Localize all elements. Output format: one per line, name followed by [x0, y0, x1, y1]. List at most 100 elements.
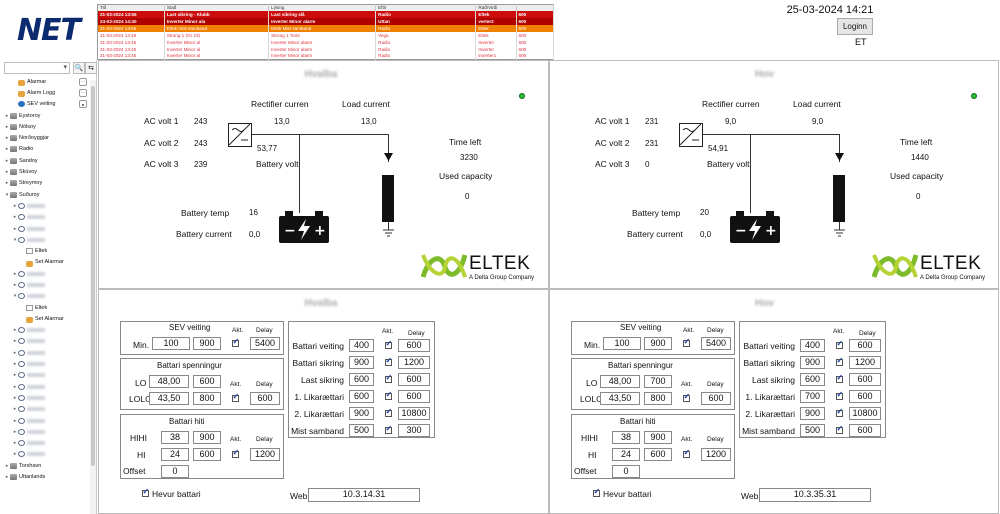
tree-item-action-button[interactable]: ●: [79, 100, 87, 109]
chevron-down-icon[interactable]: ▾: [13, 293, 17, 300]
tree-item[interactable]: ▸Sandoy: [0, 155, 89, 166]
lolo-value-input[interactable]: 43,50: [149, 392, 189, 405]
tree-item[interactable]: ▸: [0, 325, 89, 336]
battari-sikring-value-input[interactable]: 900: [800, 356, 825, 369]
tree-item[interactable]: ▸Skúvoy: [0, 166, 89, 177]
chevron-right-icon[interactable]: ▸: [13, 394, 17, 401]
chevron-right-icon[interactable]: ▸: [5, 169, 9, 176]
alarm-column-header[interactable]: Eftir: [375, 4, 477, 11]
tree-item[interactable]: ▾Suðuroy: [0, 189, 89, 200]
likraettari-1-delay-input[interactable]: 600: [398, 390, 430, 403]
tree-item[interactable]: ▸: [0, 223, 89, 234]
tree-item[interactable]: Alarm Logg···: [0, 87, 89, 98]
last-sikring-value-input[interactable]: 600: [800, 373, 825, 386]
tree-item[interactable]: ▸: [0, 449, 89, 460]
likraettari-2-value-input[interactable]: 900: [800, 407, 825, 420]
chevron-right-icon[interactable]: ▸: [13, 270, 17, 277]
tree-item[interactable]: ▾: [0, 234, 89, 245]
chevron-down-icon[interactable]: ▾: [5, 191, 9, 198]
chevron-right-icon[interactable]: ▸: [13, 327, 17, 334]
tree-item[interactable]: ▾: [0, 291, 89, 302]
alarm-column-header[interactable]: Tið: [97, 4, 165, 11]
tree-item[interactable]: Alarmar···: [0, 76, 89, 87]
hi-value-input[interactable]: 24: [161, 448, 189, 461]
tree-item[interactable]: ▸Nólsoy: [0, 121, 89, 132]
sev-delay-input[interactable]: 5400: [701, 337, 731, 350]
battari-sikring-akt-checkbox[interactable]: [385, 356, 392, 366]
tree-item[interactable]: ▸: [0, 336, 89, 347]
battari-sikring-delay-input[interactable]: 1200: [398, 356, 430, 369]
last-sikring-akt-checkbox[interactable]: [836, 373, 843, 383]
battari-veiting-delay-input[interactable]: 600: [849, 339, 881, 352]
last-sikring-value-input[interactable]: 600: [349, 373, 374, 386]
hihi-value-input[interactable]: 38: [612, 431, 640, 444]
offset-input[interactable]: 0: [612, 465, 640, 478]
lolo-akt-checkbox[interactable]: [683, 392, 690, 402]
likraettari-2-delay-input[interactable]: 10800: [398, 407, 430, 420]
battari-veiting-akt-checkbox[interactable]: [836, 339, 843, 349]
hi-akt-checkbox[interactable]: [232, 448, 239, 458]
chevron-right-icon[interactable]: ▸: [5, 135, 9, 142]
hi-alarm-delay-input[interactable]: 1200: [250, 448, 280, 461]
likraettari-2-akt-checkbox[interactable]: [836, 407, 843, 417]
chevron-right-icon[interactable]: ▸: [5, 180, 9, 187]
tree-item-action-button[interactable]: ···: [79, 88, 87, 97]
sev-akt-checkbox[interactable]: [683, 337, 690, 347]
tree-item[interactable]: ▸: [0, 200, 89, 211]
tree-item[interactable]: ▸: [0, 358, 89, 369]
lolo-delay-input[interactable]: 800: [644, 392, 672, 405]
tree-item[interactable]: ▸: [0, 404, 89, 415]
chevron-right-icon[interactable]: ▸: [13, 417, 17, 424]
battari-veiting-akt-checkbox[interactable]: [385, 339, 392, 349]
tree-item[interactable]: ▸: [0, 426, 89, 437]
chevron-right-icon[interactable]: ▸: [13, 202, 17, 209]
tree-item[interactable]: Set Alarmar: [0, 313, 89, 324]
chevron-right-icon[interactable]: ▸: [13, 225, 17, 232]
likraettari-2-value-input[interactable]: 900: [349, 407, 374, 420]
search-button[interactable]: 🔍: [73, 62, 85, 74]
hevur-battari-checkbox[interactable]: [593, 487, 600, 497]
tree-item[interactable]: SEV veiting●: [0, 99, 89, 110]
tree-item[interactable]: ▸Torshavn: [0, 460, 89, 471]
chevron-right-icon[interactable]: ▸: [13, 361, 17, 368]
tree-item[interactable]: ▸: [0, 381, 89, 392]
lo-value-input[interactable]: 48,00: [149, 375, 189, 388]
alarm-column-header[interactable]: Rað/Virði: [475, 4, 517, 11]
mist-samband-value-input[interactable]: 500: [349, 424, 374, 437]
sev-max-input[interactable]: 900: [644, 337, 672, 350]
sev-max-input[interactable]: 900: [193, 337, 221, 350]
tree-item[interactable]: ▸: [0, 279, 89, 290]
lolo-delay-input[interactable]: 800: [193, 392, 221, 405]
battari-veiting-value-input[interactable]: 400: [800, 339, 825, 352]
battari-sikring-akt-checkbox[interactable]: [836, 356, 843, 366]
lolo-alarm-delay-input[interactable]: 600: [250, 392, 280, 405]
hi-delay-input[interactable]: 600: [644, 448, 672, 461]
tree-item-action-button[interactable]: ···: [79, 77, 87, 86]
chevron-right-icon[interactable]: ▸: [13, 281, 17, 288]
likraettari-1-value-input[interactable]: 600: [349, 390, 374, 403]
likraettari-1-value-input[interactable]: 700: [800, 390, 825, 403]
tree-item[interactable]: ▸: [0, 268, 89, 279]
mist-samband-delay-input[interactable]: 600: [849, 424, 881, 437]
last-sikring-delay-input[interactable]: 600: [398, 373, 430, 386]
battari-veiting-delay-input[interactable]: 600: [398, 339, 430, 352]
tree-item[interactable]: Eltek: [0, 302, 89, 313]
chevron-right-icon[interactable]: ▸: [13, 451, 17, 458]
tree-item[interactable]: ▸Streymoy: [0, 178, 89, 189]
last-sikring-delay-input[interactable]: 600: [849, 373, 881, 386]
tree-item[interactable]: ▸: [0, 438, 89, 449]
battari-sikring-value-input[interactable]: 900: [349, 356, 374, 369]
lolo-akt-checkbox[interactable]: [232, 392, 239, 402]
hi-delay-input[interactable]: 600: [193, 448, 221, 461]
sidebar-search-input[interactable]: ▾: [4, 62, 70, 74]
tree-item[interactable]: ▸Eystoroy: [0, 110, 89, 121]
chevron-right-icon[interactable]: ▸: [13, 338, 17, 345]
tree-item[interactable]: ▸: [0, 415, 89, 426]
mist-samband-value-input[interactable]: 500: [800, 424, 825, 437]
battari-sikring-delay-input[interactable]: 1200: [849, 356, 881, 369]
chevron-right-icon[interactable]: ▸: [5, 112, 9, 119]
